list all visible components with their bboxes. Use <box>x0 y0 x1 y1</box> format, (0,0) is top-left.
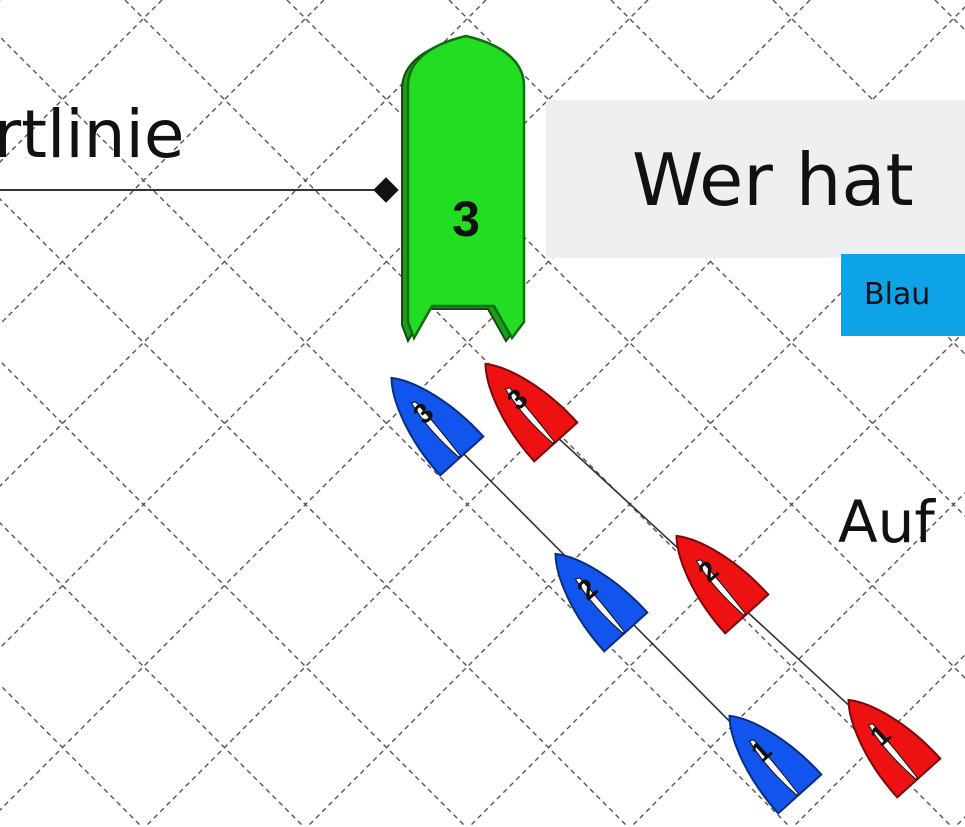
red-boat-2: 2 <box>675 534 770 635</box>
question-panel: Wer hat <box>546 100 965 258</box>
grid-line <box>468 330 965 827</box>
answer-blau-button[interactable]: Blau <box>841 254 965 336</box>
grid-line <box>0 360 467 827</box>
red-boat-3: 3 <box>484 362 579 463</box>
grid-line <box>792 654 965 827</box>
grid-line <box>630 492 965 827</box>
grid-line <box>0 522 305 827</box>
blue-boat-2: 2 <box>554 552 649 653</box>
grid-line <box>0 198 629 827</box>
boat-tracks <box>439 413 893 766</box>
partial-text-label: Auf <box>838 488 935 556</box>
start-line-mark-icon <box>373 177 399 203</box>
question-text: Wer hat <box>632 138 914 222</box>
grid-line <box>0 0 811 811</box>
start-line-label: rtlinie <box>0 96 185 173</box>
grid-line <box>0 36 791 827</box>
committee-boat-number: 3 <box>452 191 480 247</box>
grid-line <box>0 684 143 827</box>
blue-boat-3: 3 <box>390 376 485 477</box>
blue-boat-1: 1 <box>728 714 823 815</box>
grid-line <box>306 168 965 827</box>
red-boat-1: 1 <box>847 698 942 799</box>
committee-boat: 3 <box>401 34 526 344</box>
grid-line <box>124 0 953 827</box>
grid-line <box>144 6 965 827</box>
